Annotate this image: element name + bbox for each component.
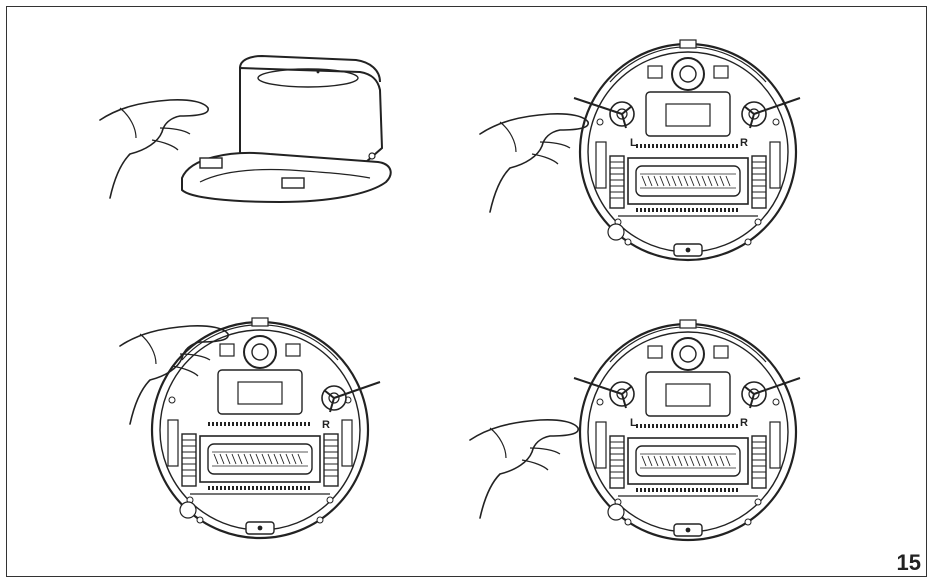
robot-bottom-icon: L R bbox=[479, 38, 801, 262]
robot-illustration-bottom-right: L R bbox=[460, 300, 820, 560]
robot-illustration-top-right: L R bbox=[460, 34, 820, 274]
page-number: 15 bbox=[896, 550, 921, 575]
charging-dock-illustration bbox=[90, 50, 410, 250]
label-left: L bbox=[630, 137, 637, 149]
robot-bottom-icon: L R bbox=[469, 318, 801, 542]
charging-dock-icon bbox=[99, 54, 392, 204]
robot-bottom-icon: R bbox=[119, 316, 381, 540]
label-right: R bbox=[322, 419, 330, 431]
label-left: L bbox=[630, 417, 637, 429]
page-frame bbox=[6, 6, 927, 577]
robot-illustration-bottom-left: R bbox=[110, 300, 430, 560]
label-right: R bbox=[740, 137, 748, 149]
label-right: R bbox=[740, 417, 748, 429]
